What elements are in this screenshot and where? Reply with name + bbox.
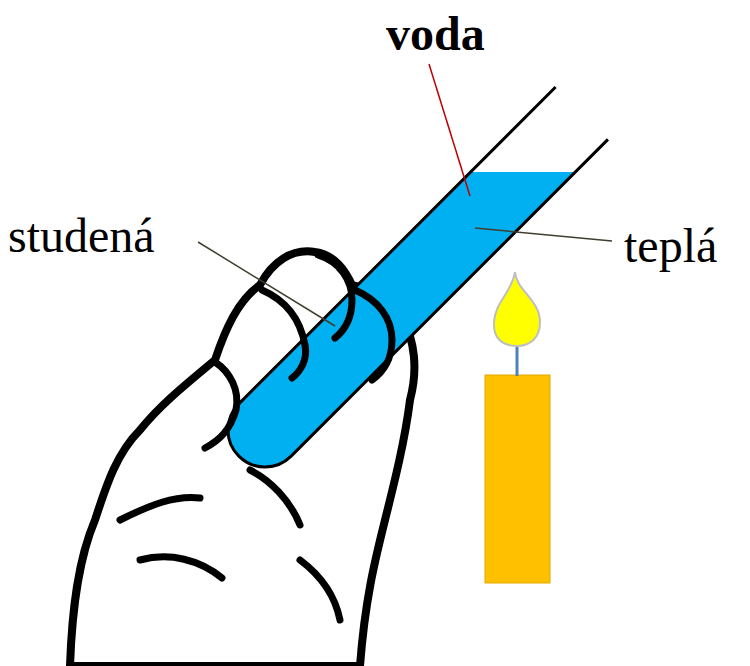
candle <box>485 272 550 583</box>
leader-line <box>429 64 470 196</box>
leader-line <box>475 228 612 241</box>
leader-line <box>198 242 335 326</box>
flame <box>494 272 540 346</box>
fingers <box>120 255 392 620</box>
label-callout: teplá <box>624 222 717 270</box>
water <box>150 172 650 492</box>
label-callout: studená <box>8 212 155 260</box>
label-callout: voda <box>386 10 485 58</box>
